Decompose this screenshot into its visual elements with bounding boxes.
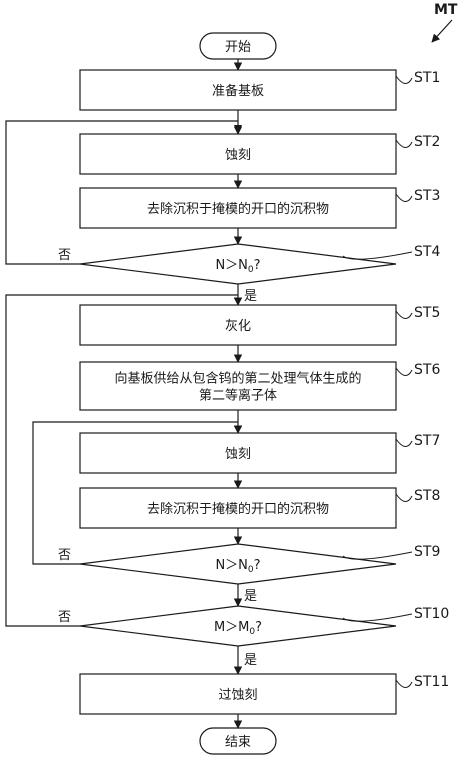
step-st6-tag-leader <box>395 367 413 376</box>
loop-st9-no-to-st7 <box>32 421 238 565</box>
step-st4-diamond <box>79 243 397 285</box>
step-st3-tag-leader <box>395 193 413 202</box>
step-st4-tag: ST4 <box>414 244 440 260</box>
branch-labels: 否 是 否 是 否 是 <box>58 248 257 668</box>
figure-label: MT <box>434 2 458 18</box>
st4-no-label: 否 <box>58 248 71 263</box>
step-st7-tag-leader <box>395 438 413 447</box>
step-st6-tag: ST6 <box>414 362 440 378</box>
end-terminal: 结束 <box>199 727 277 755</box>
step-st1-tag-leader <box>395 75 413 84</box>
step-st1-text-line-1: 准备基板 <box>212 83 264 99</box>
step-st9: N＞N0? ST9 <box>79 543 440 585</box>
step-st11-text-line-1: 过蚀刻 <box>218 688 257 703</box>
step-st2-text-line-1: 蚀刻 <box>225 148 251 163</box>
step-st6-box <box>79 361 397 411</box>
figure-label-arrow <box>431 19 453 43</box>
step-st11-tag: ST11 <box>414 674 449 690</box>
step-st10-tag: ST10 <box>414 606 449 622</box>
step-st7-tag: ST7 <box>414 433 440 449</box>
step-st9-tag-leader <box>342 551 413 560</box>
step-st9-condition: N＞N0? <box>215 558 260 575</box>
step-st5-tag-leader <box>395 310 413 319</box>
step-st11-tag-leader <box>395 679 413 688</box>
step-st9-tag: ST9 <box>414 544 440 560</box>
step-st11: 过蚀刻 ST11 <box>79 673 449 715</box>
step-st7-box <box>79 432 397 474</box>
step-st6-text-line-2: 第二等离子体 <box>199 388 277 404</box>
step-st8: 去除沉积于掩模的开口的沉积物 ST8 <box>79 487 440 529</box>
step-st6-text-line-1: 向基板供给从包含钨的第二处理气体生成的 <box>114 371 361 387</box>
step-st10-tag-leader <box>342 613 413 622</box>
step-st3-box <box>79 187 397 229</box>
connectors <box>5 59 243 729</box>
step-st2-tag-leader <box>395 139 413 148</box>
st10-yes-label: 是 <box>244 653 257 668</box>
st4-yes-label: 是 <box>244 289 257 304</box>
step-st7: 蚀刻 ST7 <box>79 432 440 474</box>
loop-st10-no-to-st5 <box>5 294 238 627</box>
step-st8-box <box>79 487 397 529</box>
step-st8-text-line-1: 去除沉积于掩模的开口的沉积物 <box>147 501 329 517</box>
step-st2-tag: ST2 <box>414 134 440 150</box>
step-st5: 灰化 ST5 <box>79 304 440 346</box>
loop-st7-arrowhead <box>234 426 242 433</box>
end-terminal-label: 结束 <box>225 735 251 750</box>
step-st3-text-line-1: 去除沉积于掩模的开口的沉积物 <box>147 201 329 217</box>
start-terminal: 开始 <box>199 32 277 60</box>
st9-yes-label: 是 <box>244 589 257 604</box>
step-st10-condition: M＞M0? <box>214 620 262 637</box>
step-st1: 准备基板 ST1 <box>79 69 440 111</box>
start-terminal-label: 开始 <box>225 40 251 55</box>
step-st11-box <box>79 673 397 715</box>
step-st4-tag-leader <box>342 251 413 260</box>
loop-st4-no-to-st2 <box>5 120 238 265</box>
step-st2: 蚀刻 ST2 <box>79 133 440 175</box>
step-st10: M＞M0? ST10 <box>79 605 449 647</box>
step-st2-box <box>79 133 397 175</box>
step-st4: N＞N0? ST4 <box>79 243 440 285</box>
st10-no-label: 否 <box>58 610 71 625</box>
loop-st5-arrowhead <box>234 298 242 305</box>
loop-st2-arrowhead <box>234 125 242 132</box>
step-st3-tag: ST3 <box>414 188 440 204</box>
step-st4-condition: N＞N0? <box>215 258 260 275</box>
step-st1-box <box>79 69 397 111</box>
figure-label-group: MT <box>431 2 458 43</box>
step-st5-tag: ST5 <box>414 305 440 321</box>
step-st3: 去除沉积于掩模的开口的沉积物 ST3 <box>79 187 440 229</box>
step-st9-diamond <box>79 543 397 585</box>
st9-no-label: 否 <box>58 548 71 563</box>
step-st5-text-line-1: 灰化 <box>225 319 251 334</box>
step-st5-box <box>79 304 397 346</box>
step-st8-tag-leader <box>395 493 413 502</box>
step-st8-tag: ST8 <box>414 488 440 504</box>
step-st1-tag: ST1 <box>414 70 440 86</box>
step-st7-text-line-1: 蚀刻 <box>225 447 251 462</box>
step-st10-diamond <box>79 605 397 647</box>
